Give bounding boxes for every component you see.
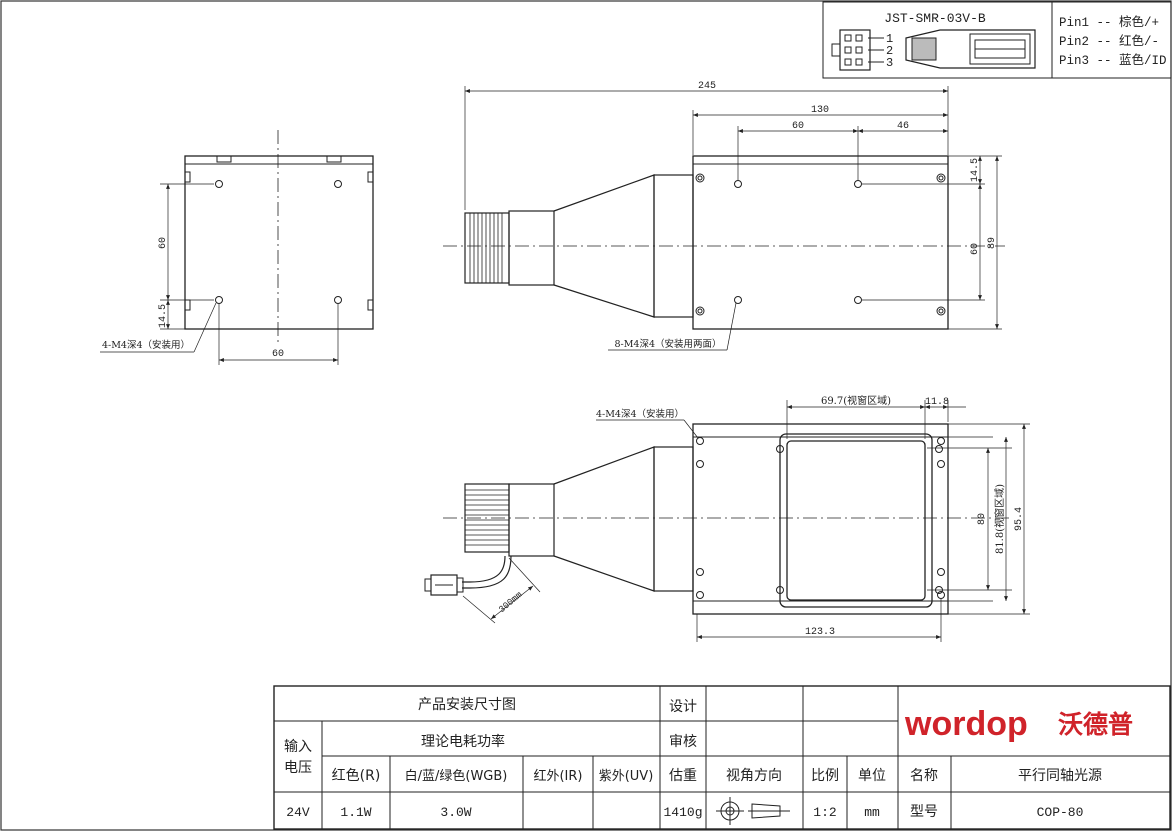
design-label: 设计: [669, 699, 697, 715]
top-dim-top-offset: 14.5: [970, 158, 981, 182]
top-hole-note: 8-M4深4（安装用两面）: [614, 338, 721, 350]
top-dim-hole-offset: 46: [897, 121, 909, 132]
name-label: 名称: [910, 768, 938, 784]
red-power-value: 1.1W: [340, 805, 371, 820]
top-dim-height: 89: [987, 237, 998, 249]
front-dim-window-height: 81.8(视窗区域): [993, 484, 1006, 554]
end-dim-horizontal: 60: [272, 349, 284, 360]
end-view: [100, 130, 374, 365]
model-value: COP-80: [1037, 805, 1084, 820]
connector-plug-icon: [905, 29, 1036, 69]
pin-number-3: 3: [886, 56, 893, 70]
top-dim-body: 130: [811, 105, 829, 116]
col-uv: 紫外(UV): [599, 769, 654, 784]
scale-label: 比例: [811, 768, 839, 784]
logo-text: wordop: [904, 705, 1028, 743]
front-view: [424, 400, 1030, 642]
end-hole-note: 4-M4深4（安装用）: [102, 339, 190, 351]
input-voltage-label-1: 输入: [284, 739, 312, 755]
pin3-label: Pin3 -- 蓝色/ID: [1059, 52, 1167, 68]
scale-value: 1:2: [813, 805, 836, 820]
top-dim-overall: 245: [698, 81, 716, 92]
model-label: 型号: [910, 804, 938, 820]
end-dim-vertical: 60: [158, 237, 169, 249]
drawing-title: 产品安装尺寸图: [418, 697, 516, 713]
name-value: 平行同轴光源: [1018, 768, 1102, 784]
company-logo: wordop 沃德普: [904, 705, 1133, 743]
review-label: 审核: [669, 734, 697, 750]
view-label: 视角方向: [726, 768, 782, 784]
connector-model: JST-SMR-03V-B: [884, 11, 986, 26]
front-dim-inner: 80: [977, 513, 988, 525]
front-hole-note: 4-M4深4（安装用）: [596, 408, 684, 420]
col-white: 白/蓝/绿色(WGB): [405, 768, 508, 784]
top-dim-hole-spacing: 60: [792, 121, 804, 132]
input-voltage-label-2: 电压: [284, 760, 312, 776]
pin1-label: Pin1 -- 棕色/+: [1059, 14, 1159, 30]
top-view: [443, 86, 1005, 351]
voltage-value: 24V: [286, 805, 310, 820]
projection-symbol-icon: [716, 797, 790, 825]
white-power-value: 3.0W: [440, 805, 471, 820]
pin-number-1: 1: [886, 32, 893, 46]
col-ir: 红外(IR): [533, 768, 582, 784]
front-dim-length: 123.3: [805, 627, 835, 638]
unit-label: 单位: [858, 768, 886, 784]
logo-cn: 沃德普: [1058, 710, 1133, 739]
end-dim-bottom: 14.5: [158, 304, 169, 328]
unit-value: mm: [864, 805, 880, 820]
front-dim-outer: 95.4: [1014, 507, 1025, 531]
pin-number-2: 2: [886, 44, 893, 58]
connector-info-box: JST-SMR-03V-B 1 2 3 Pin1 -- 棕色/+ Pin2: [822, 1, 1172, 79]
front-dim-cable: 300mm: [497, 590, 524, 615]
weight-value: 1410g: [663, 805, 702, 820]
power-title: 理论电耗功率: [421, 733, 505, 750]
top-dim-vertical-spacing: 60: [970, 243, 981, 255]
connector-socket-icon: [831, 29, 884, 71]
front-dim-window-width: 69.7(视窗区域): [821, 394, 891, 407]
title-block: [273, 685, 1171, 830]
front-dim-margin: 11.8: [925, 397, 949, 408]
weight-label: 估重: [669, 768, 697, 784]
col-red: 红色(R): [332, 767, 381, 784]
pin2-label: Pin2 -- 红色/-: [1059, 33, 1159, 49]
